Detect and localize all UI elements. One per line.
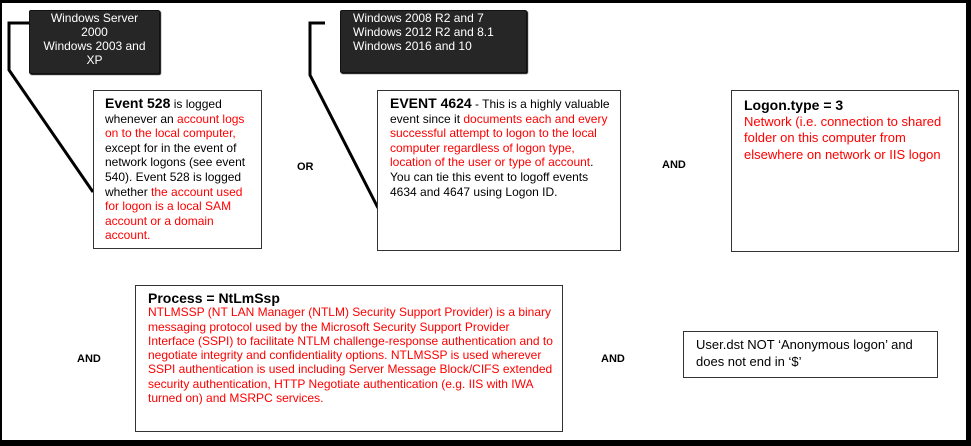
legacy-os-bracket: [7, 21, 95, 193]
operator-and-1: AND: [662, 159, 686, 171]
process-box: Process = NtLmSsp NTLMSSP (NT LAN Manage…: [135, 285, 563, 432]
modern-os-label: Windows 2008 R2 and 7 Windows 2012 R2 an…: [340, 10, 527, 73]
event-4624-box: EVENT 4624 - This is a highly valuable e…: [377, 90, 621, 251]
operator-and-2: AND: [77, 353, 101, 365]
operator-and-3: AND: [601, 353, 625, 365]
logon-type-box: Logon.type = 3 Network (i.e. connection …: [731, 90, 959, 252]
modern-os-bracket: [308, 21, 380, 209]
user-dst-box: User.dst NOT ‘Anonymous logon’ and does …: [683, 331, 938, 378]
operator-or: OR: [297, 161, 314, 173]
event-528-box: Event 528 is logged whenever an account …: [93, 90, 262, 249]
legacy-os-label: Windows Server 2000 Windows 2003 and XP: [29, 10, 160, 74]
